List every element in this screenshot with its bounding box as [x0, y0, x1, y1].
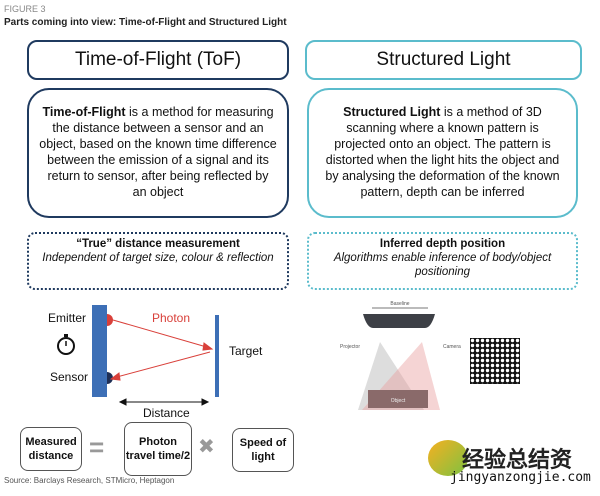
stopwatch-icon	[57, 334, 75, 355]
sensor-label: Sensor	[50, 370, 89, 384]
scanner-body	[363, 314, 435, 328]
tof-header: Time-of-Flight (ToF)	[27, 40, 289, 80]
sl-description-text: is a method of 3D scanning where a known…	[325, 105, 560, 199]
emitter-dot	[107, 314, 113, 326]
source-note: Source: Barclays Research, STMicro, Hept…	[4, 476, 175, 485]
tof-feature-title: “True” distance measurement	[76, 238, 240, 250]
object	[368, 390, 428, 408]
structured-light-diagram: Baseline Projector Camera Object	[340, 301, 520, 410]
tof-term: Time-of-Flight	[42, 105, 126, 119]
sl-description: Structured Light is a method of 3D scann…	[307, 88, 578, 218]
multiply-sign: ✖	[198, 436, 215, 458]
measured-distance-box: Measured distance	[20, 427, 82, 471]
sl-header: Structured Light	[305, 40, 582, 80]
photon-arrows	[109, 319, 214, 381]
photon-travel-box: Photon travel time/2	[124, 422, 192, 476]
sl-feature-text: Algorithms enable inference of body/obje…	[333, 252, 552, 278]
object-label: Object	[391, 398, 406, 404]
tof-description: Time-of-Flight is a method for measuring…	[27, 88, 289, 218]
dot-pattern	[470, 338, 520, 384]
camera-label: Camera	[443, 344, 461, 350]
sensor-dot	[107, 372, 113, 384]
sl-term: Structured Light	[343, 105, 441, 119]
photon-label: Photon	[152, 311, 191, 325]
figure-label: FIGURE 3	[4, 4, 46, 14]
watermark-url: jingyanzongjie.com	[450, 470, 591, 485]
distance-arrow	[118, 398, 210, 406]
tof-diagram	[57, 305, 219, 406]
distance-label: Distance	[143, 406, 190, 420]
emitter-sensor-bar	[92, 305, 107, 397]
watermark-text: 经验总结资	[462, 447, 573, 472]
target-bar	[215, 315, 219, 397]
emitter-label: Emitter	[48, 311, 87, 325]
sl-feature-title: Inferred depth position	[379, 238, 506, 250]
tof-description-text: is a method for measuring the distance b…	[39, 105, 277, 199]
watermark-logo	[428, 440, 468, 476]
baseline-label: Baseline	[390, 301, 409, 307]
figure-subtitle: Parts coming into view: Time-of-Flight a…	[4, 17, 287, 28]
speed-of-light-box: Speed of light	[232, 428, 294, 472]
target-label: Target	[229, 344, 263, 358]
projector-label: Projector	[340, 344, 360, 350]
equals-sign: =	[89, 432, 105, 462]
tof-feature-text: Independent of target size, colour & ref…	[42, 252, 274, 264]
